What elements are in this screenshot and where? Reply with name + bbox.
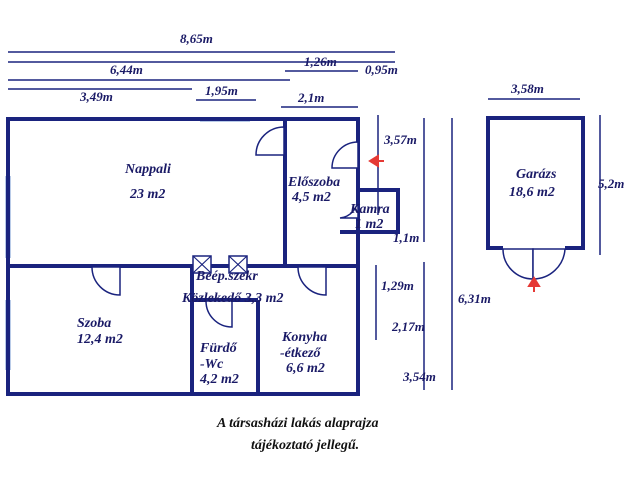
dim-1-95: 1,95m — [205, 83, 238, 98]
room-furdo-line1: Fürdő — [199, 341, 238, 356]
dim-6-31: 6,31m — [458, 291, 491, 306]
room-konyha-line1: Konyha — [281, 330, 327, 345]
room-szoba-name: Szoba — [77, 316, 111, 331]
room-konyha-line2: -étkező — [280, 346, 321, 361]
windows — [5, 118, 250, 370]
room-nappali-area: 23 m2 — [129, 187, 165, 202]
note-line-2: tájékoztató jellegű. — [251, 438, 359, 453]
dim-1-26: 1,26m — [304, 54, 337, 69]
dim-garage-width: 3,58m — [510, 81, 544, 96]
dim-1-29: 1,29m — [381, 278, 414, 293]
room-garazs-area: 18,6 m2 — [509, 185, 555, 200]
garage-arrow-icon — [527, 276, 541, 292]
dim-0-95: 0,95m — [365, 62, 398, 77]
garage-walls — [486, 116, 585, 280]
room-konyha-area: 6,6 m2 — [286, 361, 325, 376]
dim-3-49: 3,49m — [79, 89, 113, 104]
apartment-walls — [6, 117, 400, 396]
entrance-arrows — [368, 154, 541, 292]
note-line-1: A társasházi lakás alaprajza — [216, 416, 378, 431]
room-eloszoba-name: Előszoba — [287, 175, 340, 190]
room-kozlekedo-name: Közlekedő 3,3 m2 — [181, 291, 284, 306]
dim-garage-depth: 5,2m — [598, 176, 624, 191]
room-furdo-area: 4,2 m2 — [199, 372, 239, 387]
dimension-lines — [8, 51, 601, 390]
dim-3-54: 3,54m — [402, 369, 436, 384]
doors — [91, 126, 359, 328]
dim-total-width: 8,65m — [180, 31, 213, 46]
dim-6-44: 6,44m — [110, 62, 143, 77]
dim-3-57: 3,57m — [383, 132, 417, 147]
room-kamra-area: 1 m2 — [355, 217, 383, 232]
dim-2-1: 2,1m — [297, 90, 324, 105]
dim-2-17: 2,17m — [391, 319, 425, 334]
room-beep-name: Beép.szekr — [195, 269, 258, 284]
entrance-arrow-icon — [368, 154, 384, 168]
room-nappali-name: Nappali — [124, 162, 171, 177]
room-szoba-area: 12,4 m2 — [77, 332, 123, 347]
room-furdo-line2: -Wc — [200, 357, 224, 372]
room-kamra-name: Kamra — [349, 202, 390, 217]
room-eloszoba-area: 4,5 m2 — [291, 190, 331, 205]
cabinet-boxes — [192, 255, 248, 274]
room-garazs-name: Garázs — [516, 167, 557, 182]
